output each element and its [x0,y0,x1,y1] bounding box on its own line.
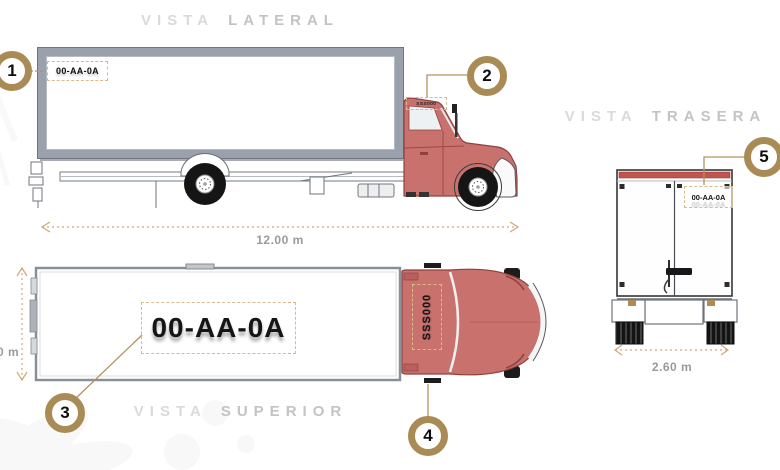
length-dimension-text: 12.00 m [256,233,304,247]
superior-cab [401,263,547,383]
callout-badge-1: 1 [0,51,32,91]
lateral-chassis [40,159,441,208]
rear-undercarriage [611,298,738,345]
lateral-box-plate-label: 00-AA-0A [47,61,108,81]
superior-cab-code-text: SSS000 [421,293,433,341]
lateral-rear-details [28,161,44,208]
rear-door-handle [663,260,692,294]
lateral-front-wheel [454,163,502,211]
superior-view-title: VISTA SUPERIOR [118,403,363,420]
trasera-title-word1: VISTA [564,108,638,125]
callout-badge-4: 4 [408,416,448,456]
trasera-view-title: VISTA TRASERA [558,108,773,125]
trasera-title-word2: TRASERA [651,108,767,125]
lateral-cab-roof-code-label: SSS000 [406,97,447,110]
superior-truck-drawing [29,263,547,383]
lateral-view-title: VISTA LATERAL [110,12,370,29]
rear-door-plate-label: 00-AA-0A [684,186,733,208]
superior-box-plate-label: 00-AA-0A [141,302,296,354]
callout-connectors [30,70,745,417]
callout-badge-3: 3 [45,393,85,433]
lateral-title-word1: VISTA [141,12,215,29]
callout-badge-5: 5 [744,137,780,177]
superior-width-dimension-text: 0 m [0,345,20,359]
lateral-rear-wheel [180,153,230,205]
rear-width-dimension-line [613,344,730,356]
superior-width-dimension-line [16,266,28,382]
superior-title-word1: VISTA [133,403,207,420]
rear-width-dimension-text: 2.60 m [651,360,693,374]
superior-cab-code-label: SSS000 [412,284,442,350]
lateral-roof-code-text: SSS000 [416,100,437,107]
lateral-title-word2: LATERAL [228,12,339,29]
length-dimension-line [40,221,520,233]
callout-badge-2: 2 [467,56,507,96]
superior-title-word2: SUPERIOR [220,403,348,420]
superior-cargo-box [29,263,402,382]
